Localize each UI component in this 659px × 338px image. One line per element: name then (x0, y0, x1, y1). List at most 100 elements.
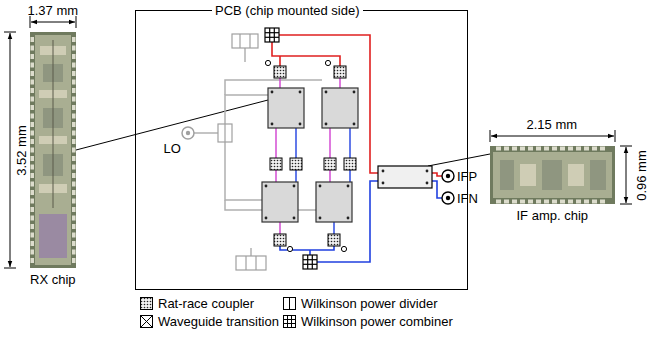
chip-die (31, 173, 35, 178)
waveguide-transition (255, 256, 256, 270)
chip-link-line (329, 170, 330, 182)
chip-die (72, 71, 76, 76)
power-combiner (269, 28, 270, 42)
waveguide-transition (236, 256, 266, 270)
chip-die (72, 88, 76, 93)
chip-die (72, 97, 76, 102)
dimension-line (30, 16, 31, 28)
chip-link-line (349, 128, 350, 158)
power-combiner (303, 259, 317, 260)
dimension-line (491, 136, 614, 137)
chip-die (53, 40, 54, 208)
lo-feed-line (225, 95, 268, 124)
termination (341, 246, 346, 251)
rat-race-coupler (344, 158, 356, 170)
legend-symbol (141, 315, 153, 327)
chip-die (31, 233, 35, 238)
chip-label: RX chip (30, 272, 76, 287)
chip-die (31, 105, 35, 110)
bond-dot (299, 91, 302, 94)
chip-die (35, 35, 71, 265)
chip-die (31, 46, 35, 51)
chip-die (72, 148, 76, 153)
chip-die (560, 147, 565, 151)
dimension-label: 1.37 mm (28, 3, 79, 18)
power-combiner (265, 37, 279, 38)
power-combiner (307, 255, 308, 269)
chip-die (504, 200, 509, 204)
bond-dot (265, 185, 268, 188)
power-combiner (312, 255, 313, 269)
chip-photo: IF amp. chip (490, 146, 615, 204)
chip-die (592, 147, 597, 151)
legend-symbol (284, 315, 296, 327)
chip-die (504, 147, 509, 151)
chip-die (512, 147, 517, 151)
bond-dot (325, 123, 328, 126)
chip-die (500, 160, 514, 190)
chip-die (72, 46, 76, 51)
chip-label: IF amp. chip (517, 208, 589, 223)
rat-race-coupler (270, 66, 356, 246)
chip-photo-art (30, 32, 76, 268)
legend-swatch (140, 315, 153, 328)
legend-entry: Rat-race coupler (140, 295, 254, 311)
chip-die (72, 173, 76, 178)
chip-die (536, 200, 541, 204)
chip-die (31, 54, 35, 59)
if-amp-site (426, 182, 429, 185)
chip-die (31, 88, 35, 93)
power-combiner (265, 28, 317, 269)
legend-entry: Wilkinson power divider (283, 295, 438, 311)
chip-die (31, 63, 35, 68)
chip-die (72, 224, 76, 229)
bond-dot (353, 123, 356, 126)
chip-link-line (275, 170, 276, 182)
rx-chip-site (262, 182, 298, 222)
dimension-label: 3.52 mm (13, 125, 28, 176)
chip-die (490, 146, 615, 204)
termination (287, 246, 292, 251)
chip-photo: RX chip (30, 32, 76, 268)
chip-die (544, 200, 549, 204)
bond-dot (299, 123, 302, 126)
chip-die (496, 200, 501, 204)
chip-link-line (295, 128, 296, 158)
legend-text: Rat-race coupler (158, 296, 254, 311)
power-combiner (303, 255, 317, 269)
chip-die (31, 182, 35, 187)
lo-port (186, 131, 190, 135)
chip-die (72, 105, 76, 110)
power-combiner (303, 264, 317, 265)
chip-photo-art (490, 146, 615, 204)
lo-port (182, 127, 194, 139)
lo-feed-line (244, 48, 246, 62)
chip-die (72, 165, 76, 170)
chip-die (39, 214, 67, 258)
if-port (442, 170, 454, 204)
chip-die (542, 160, 562, 190)
legend-entry: Wilkinson power combiner (283, 313, 453, 329)
if-port (446, 174, 450, 178)
chip-die (72, 131, 76, 136)
bond-dot (265, 91, 356, 220)
chip-link-line (349, 170, 350, 182)
if-amp-site (426, 170, 429, 173)
legend-symbol (141, 315, 153, 327)
if-port (442, 170, 454, 182)
legend-swatch (283, 315, 296, 328)
rat-race-coupler (270, 158, 282, 170)
rat-race-coupler (324, 158, 336, 170)
chip-die (31, 97, 35, 102)
bond-dot (265, 217, 268, 220)
chip-die (72, 250, 76, 255)
chip-link-line (333, 222, 334, 234)
chip-die (72, 216, 76, 221)
rat-race-coupler (290, 158, 302, 170)
power-combiner (265, 28, 279, 42)
termination (325, 60, 330, 65)
chip-die (584, 200, 589, 204)
chip-die (568, 164, 584, 186)
chip-die (31, 114, 35, 119)
